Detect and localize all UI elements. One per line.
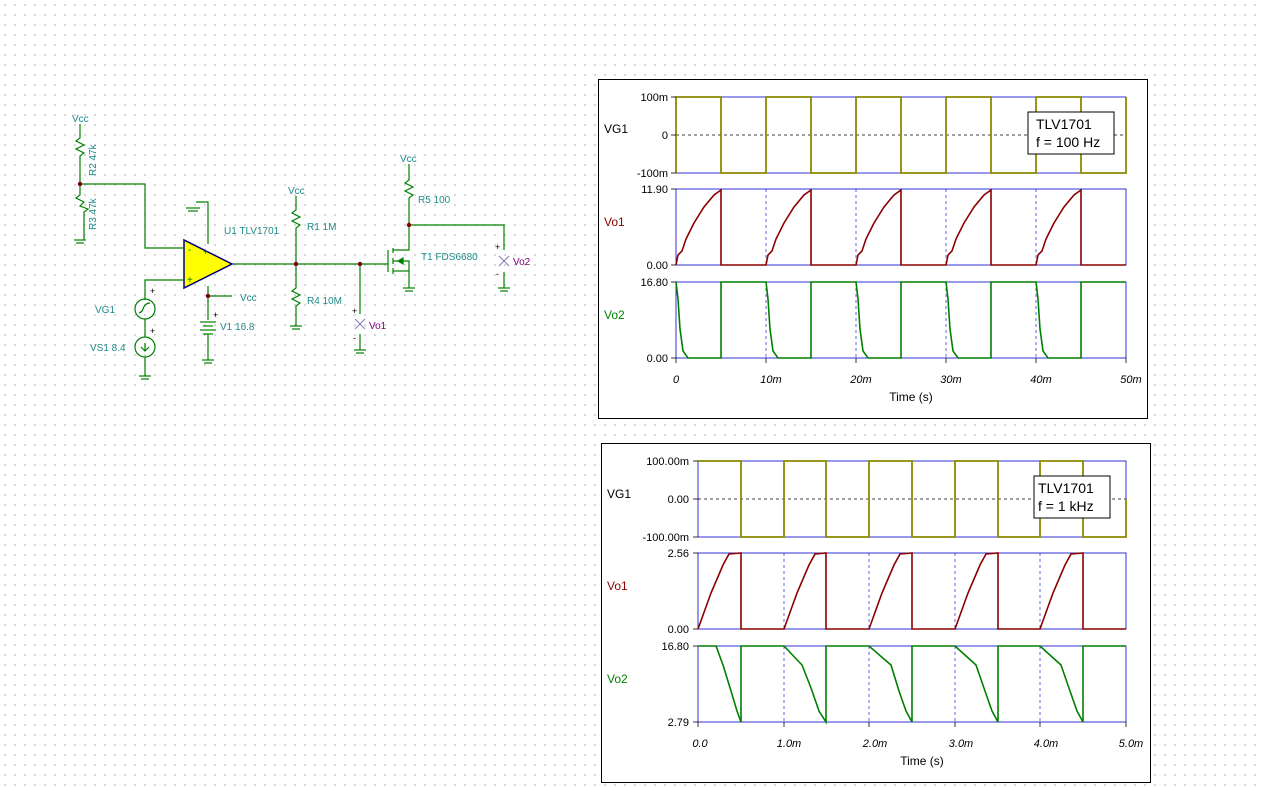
r1-label: R1 1M bbox=[307, 222, 336, 233]
row-label-vg1: VG1 bbox=[607, 487, 631, 501]
x-tick-label: 10m bbox=[760, 374, 781, 386]
vg1-label: VG1 bbox=[95, 305, 115, 316]
u1-label: U1 TLV1701 bbox=[224, 226, 280, 237]
y-tick-label: -100.00m bbox=[643, 532, 689, 544]
t1-label: T1 FDS6680 bbox=[421, 252, 478, 263]
y-tick-label: 100m bbox=[640, 92, 668, 104]
x-tick-label: 3.0m bbox=[949, 738, 973, 750]
vg1-trace bbox=[675, 96, 1127, 174]
svg-text:-: - bbox=[188, 245, 191, 256]
row-label-vo1: Vo1 bbox=[604, 215, 625, 229]
row-label-vo2: Vo2 bbox=[604, 308, 625, 322]
vcc-label: Vcc bbox=[72, 114, 89, 125]
v1-label: V1 16.8 bbox=[220, 322, 255, 333]
row-label-vo2: Vo2 bbox=[607, 672, 628, 686]
x-tick-label: 40m bbox=[1030, 374, 1051, 386]
y-tick-label: 0.00 bbox=[668, 494, 689, 506]
vo2-trace bbox=[698, 645, 1126, 725]
waveform-plot-100hz[interactable]: TLV1701 f = 100 Hz VG1 Vo1 Vo2 100m 0 -1… bbox=[598, 79, 1148, 419]
x-tick-label: 20m bbox=[849, 374, 871, 386]
legend-box bbox=[1027, 111, 1115, 155]
x-tick-label: 5.0m bbox=[1119, 738, 1143, 750]
vo2-label: Vo2 bbox=[513, 257, 531, 268]
x-axis-label: Time (s) bbox=[889, 390, 933, 404]
vg1-plus-label: + bbox=[150, 286, 155, 296]
vo1-trace bbox=[675, 188, 1126, 266]
y-tick-label: 2.79 bbox=[668, 717, 689, 729]
svg-text:+: + bbox=[203, 247, 208, 257]
r3-label: R3 47k bbox=[88, 197, 99, 230]
y-tick-label: 16.80 bbox=[661, 641, 689, 653]
waveform-plot-1khz[interactable]: TLV1701 f = 1 kHz VG1 Vo1 Vo2 100.00m 0.… bbox=[601, 443, 1151, 783]
x-tick-label: 30m bbox=[940, 374, 961, 386]
y-tick-label: 0.00 bbox=[647, 260, 668, 272]
vo1-label: Vo1 bbox=[369, 321, 387, 332]
x-tick-label: 0 bbox=[673, 374, 680, 386]
vo2-plus-label: + bbox=[495, 242, 500, 252]
legend-title: TLV1701 bbox=[1036, 116, 1092, 132]
vg1-trace bbox=[698, 460, 1127, 538]
vo1-plus-label: + bbox=[352, 306, 357, 316]
r4-label: R4 10M bbox=[307, 296, 342, 307]
row-label-vo1: Vo1 bbox=[607, 579, 628, 593]
vs1-label: VS1 8.4 bbox=[90, 343, 126, 354]
y-tick-label: 0.00 bbox=[668, 624, 689, 636]
svg-text:+: + bbox=[187, 275, 193, 286]
vo2-trace bbox=[675, 281, 1126, 359]
y-tick-label: 100.00m bbox=[646, 456, 689, 468]
legend-box bbox=[1033, 475, 1111, 519]
x-tick-label: 2.0m bbox=[862, 738, 887, 750]
vcc-label: Vcc bbox=[400, 154, 417, 165]
y-tick-label: -100m bbox=[637, 168, 668, 180]
x-tick-label: 50m bbox=[1120, 374, 1141, 386]
x-tick-label: 0.0 bbox=[692, 738, 708, 750]
opamp-symbol[interactable] bbox=[183, 238, 234, 290]
y-tick-label: 0 bbox=[662, 130, 668, 142]
y-tick-label: 11.90 bbox=[641, 184, 668, 196]
x-tick-label: 1.0m bbox=[777, 738, 801, 750]
circuit-schematic: - + + Vcc Vcc Vcc Vcc R2 47k R3 47k U1 T… bbox=[72, 114, 531, 380]
legend-frequency: f = 100 Hz bbox=[1036, 134, 1100, 150]
r5-label: R5 100 bbox=[418, 195, 451, 206]
row-label-vg1: VG1 bbox=[604, 122, 628, 136]
y-tick-label: 2.56 bbox=[668, 548, 689, 560]
vs1-plus-label: + bbox=[150, 326, 155, 336]
legend-title: TLV1701 bbox=[1038, 480, 1094, 496]
x-tick-label: 4.0m bbox=[1034, 738, 1058, 750]
r2-label: R2 47k bbox=[88, 143, 99, 176]
vo1-trace bbox=[697, 552, 1126, 630]
y-tick-label: 0.00 bbox=[647, 353, 668, 365]
vcc-label: Vcc bbox=[288, 186, 305, 197]
y-tick-label: 16.80 bbox=[640, 277, 668, 289]
vo2-minus-label: - bbox=[496, 269, 499, 279]
vcc-label: Vcc bbox=[240, 293, 257, 304]
x-axis-label: Time (s) bbox=[900, 754, 944, 768]
legend-frequency: f = 1 kHz bbox=[1038, 498, 1094, 514]
v1-plus-label: + bbox=[213, 310, 218, 320]
vo1-minus-label: - bbox=[353, 333, 356, 343]
